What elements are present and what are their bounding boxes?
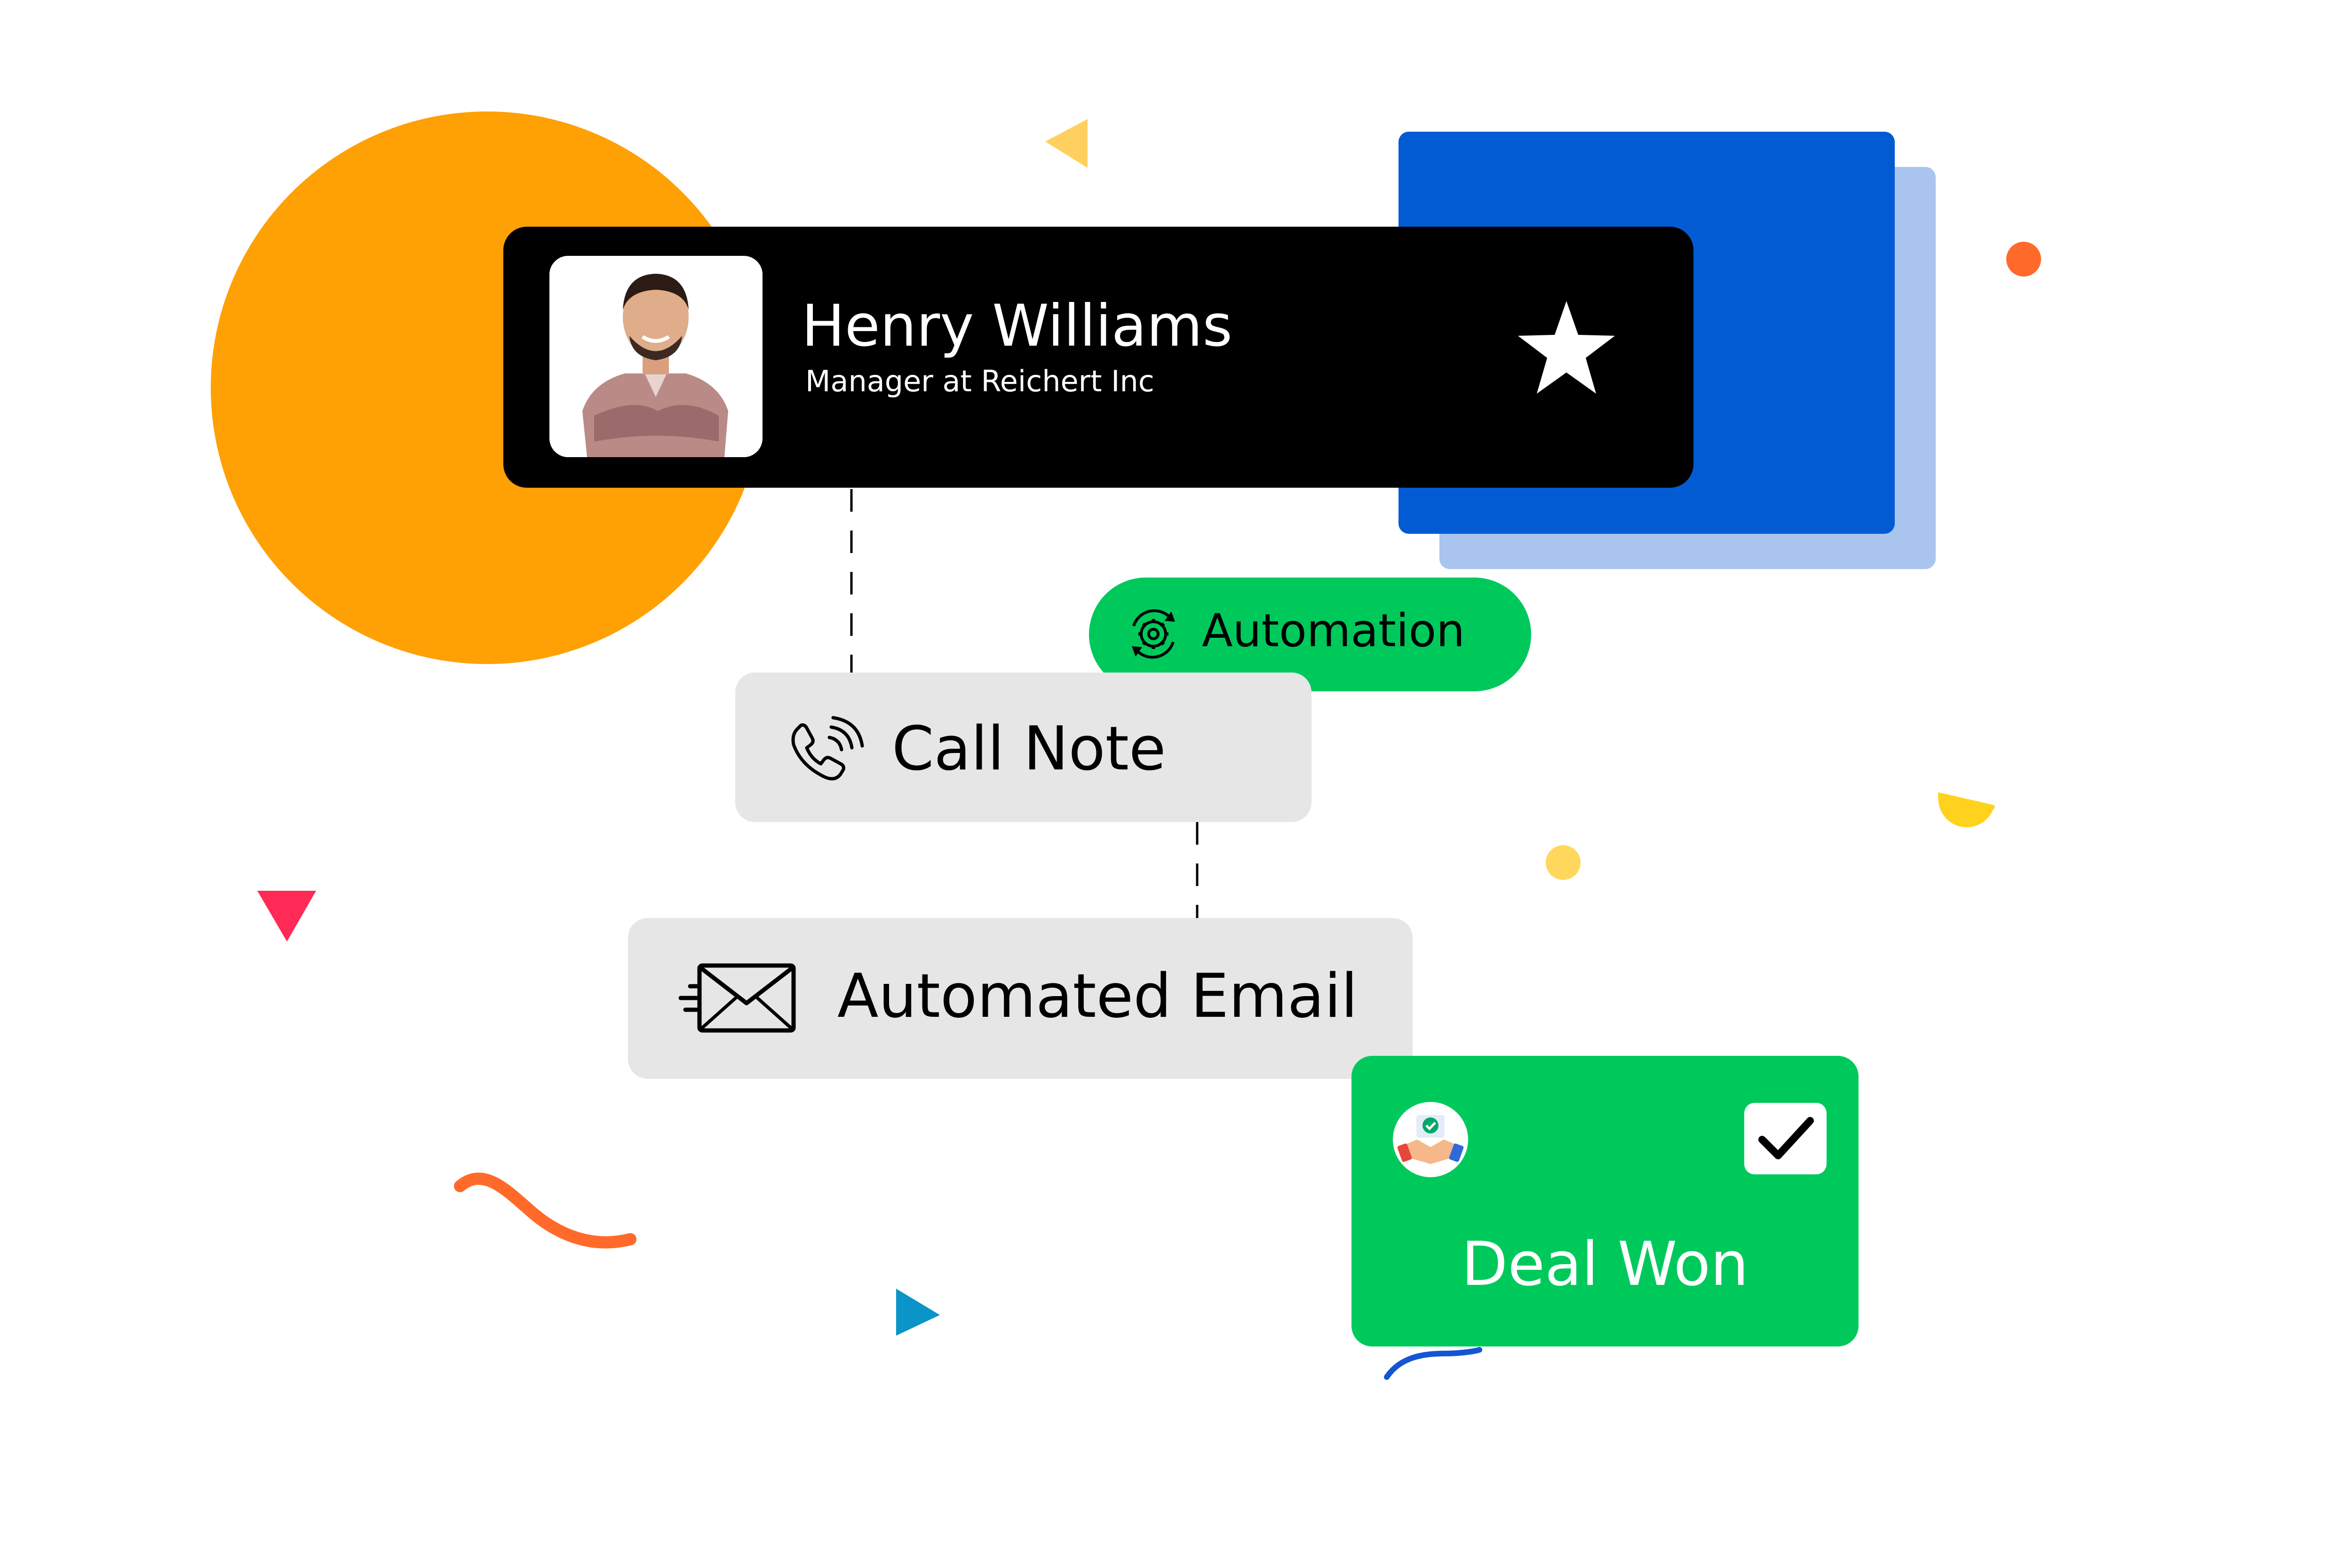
call-note-label: Call Note [892,714,1166,784]
call-note-card[interactable]: Call Note [735,673,1311,822]
red-triangle-decoration [257,891,316,942]
automated-email-card[interactable]: Automated Email [628,918,1413,1079]
deal-won-label: Deal Won [1461,1229,1749,1299]
yellow-dot-decoration [1546,845,1581,880]
orange-dot-decoration [2006,242,2041,277]
contact-card[interactable]: Henry Williams Manager at Reichert Inc [503,227,1693,488]
phone-ringing-icon [791,716,864,781]
fast-mail-icon [678,963,796,1033]
yellow-triangle-decoration [1045,119,1088,168]
deal-won-card[interactable]: Deal Won [1351,1056,1859,1346]
yellow-half-circle-fill [1938,792,1995,823]
contact-name: Henry Williams [802,293,1232,359]
deal-status-checkbox[interactable] [1744,1103,1827,1174]
orange-squiggle-decoration [454,1172,636,1249]
automation-badge[interactable]: Automation [1089,578,1531,691]
blue-triangle-decoration [896,1289,940,1336]
handshake-badge [1393,1102,1468,1177]
automated-email-label: Automated Email [837,961,1358,1031]
avatar [549,256,763,457]
checkmark-icon [1758,1117,1814,1159]
star-icon[interactable] [1517,301,1616,395]
contact-title: Manager at Reichert Inc [805,364,1154,398]
person-photo [549,256,763,457]
handshake-icon [1397,1115,1464,1164]
blue-squiggle-decoration [1384,1347,1482,1380]
gear-sync-icon [1132,609,1175,659]
automation-label: Automation [1202,604,1465,657]
